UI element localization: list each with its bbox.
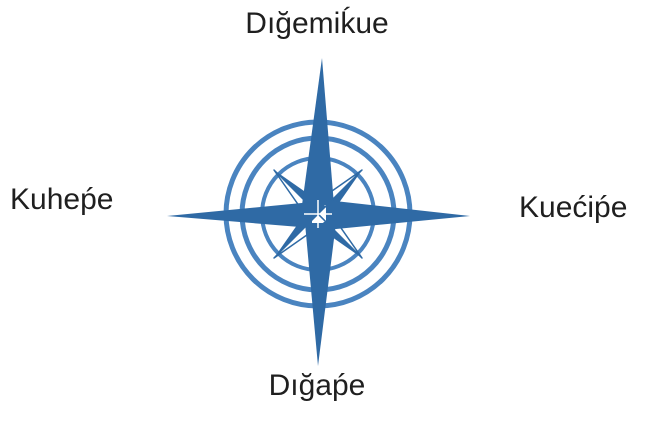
point-north	[302, 58, 334, 205]
point-west	[167, 202, 312, 228]
label-north: Dığemiḱue	[0, 6, 634, 42]
label-east: Kuećiṕe	[519, 190, 627, 226]
label-west: Kuheṕe	[10, 182, 113, 218]
compass-rose-layer	[167, 58, 470, 366]
point-south	[305, 223, 336, 366]
label-south: Dığaṕe	[0, 368, 634, 404]
point-east	[326, 200, 470, 230]
